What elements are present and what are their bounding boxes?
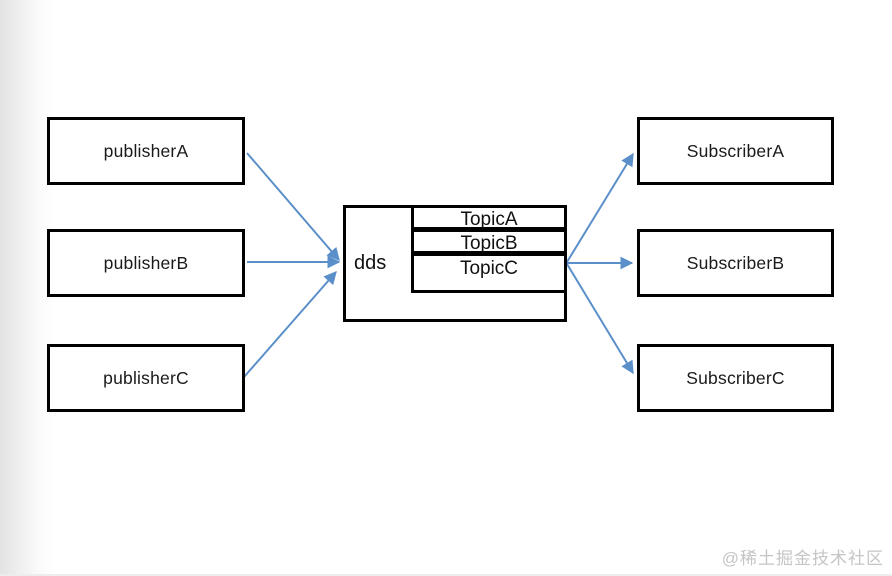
subscriber-b-node: SubscriberB [637,229,834,297]
publisher-a-label: publisherA [103,140,189,161]
subscriber-a-node: SubscriberA [637,117,834,185]
topic-a-label: TopicA [460,209,518,230]
topic-row-b: TopicB [414,232,564,256]
topic-row-a: TopicA [414,208,564,232]
subscriber-a-label: SubscriberA [686,140,785,161]
topic-b-label: TopicB [460,233,518,254]
arrow-dds-to-subscriberC [566,263,634,375]
publisher-c-node: publisherC [47,344,245,412]
topic-row-c: TopicC [414,256,564,282]
topic-table: TopicA TopicB TopicC [411,205,567,293]
arrow-dds-to-subscriberA [566,152,634,263]
topic-c-label: TopicC [459,258,519,279]
subscriber-c-node: SubscriberC [637,344,834,412]
subscriber-c-label: SubscriberC [686,367,785,388]
subscriber-b-label: SubscriberB [686,252,785,273]
publisher-b-label: publisherB [103,252,189,273]
arrow-publisherA-to-dds [246,152,340,261]
publisher-c-label: publisherC [103,367,189,388]
watermark: @稀土掘金技术社区 [721,549,884,568]
arrow-publisherC-to-dds [243,271,337,378]
dds-label: dds [354,252,387,274]
publisher-b-node: publisherB [47,229,245,297]
publisher-a-node: publisherA [47,117,245,185]
